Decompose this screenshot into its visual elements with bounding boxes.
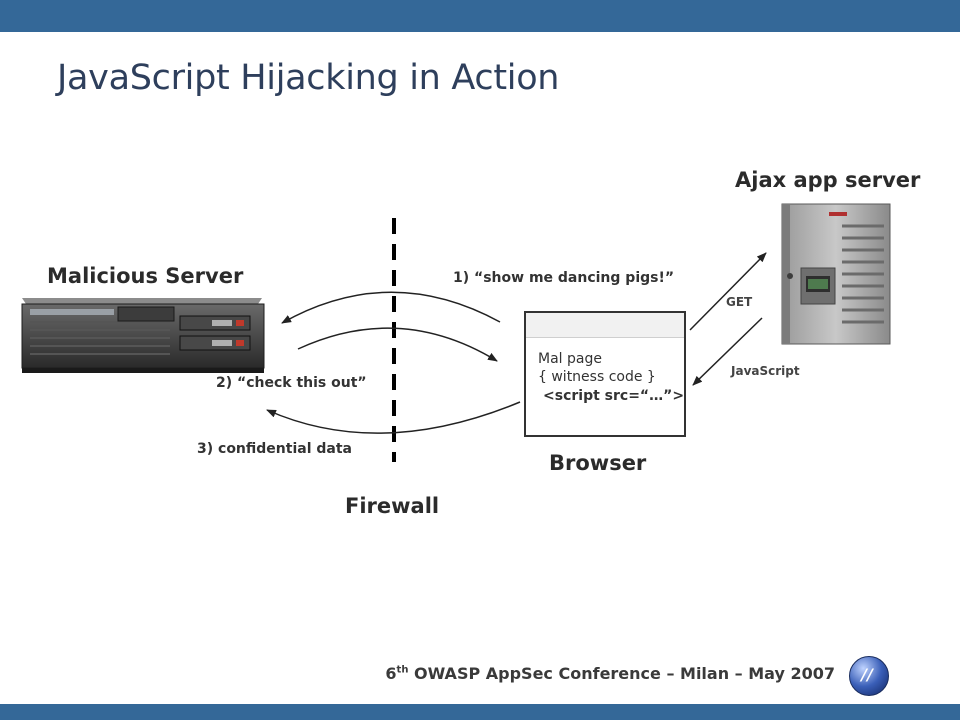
header-bar (0, 0, 960, 32)
step3-label: 3) confidential data (197, 441, 352, 457)
step2-label: 2) “check this out” (216, 375, 367, 391)
browser-toolbar (526, 313, 684, 338)
arrow-step2 (297, 327, 498, 362)
arrow-step3 (266, 401, 521, 434)
browser-page-line3: <script src=“…”> (543, 388, 685, 404)
firewall-label: Firewall (345, 494, 440, 518)
footer-prefix: 6 (385, 664, 397, 683)
browser-page-line2: { witness code } (538, 369, 656, 385)
slide-title: JavaScript Hijacking in Action (57, 58, 560, 98)
browser-label: Browser (549, 451, 647, 475)
footer-superscript: th (396, 664, 409, 676)
browser-page-line1: Mal page (538, 351, 602, 367)
footer-text: 6th OWASP AppSec Conference – Milan – Ma… (385, 664, 835, 683)
javascript-label: JavaScript (731, 364, 800, 378)
arrow-javascript (692, 317, 763, 386)
ajax-server-label: Ajax app server (735, 168, 921, 192)
footer-conference: OWASP AppSec Conference – Milan – May 20… (408, 664, 835, 683)
step1-label: 1) “show me dancing pigs!” (453, 270, 675, 286)
ajax-server-icon (781, 203, 891, 345)
browser-window: Mal page { witness code } <script src=“…… (524, 311, 686, 437)
arrow-step1 (281, 291, 501, 324)
arrow-get (689, 252, 767, 331)
malicious-server-label: Malicious Server (47, 264, 244, 288)
get-label: GET (726, 295, 753, 309)
footer-bar (0, 704, 960, 720)
owasp-logo-icon: // (849, 656, 889, 696)
malicious-server-icon (21, 298, 265, 373)
